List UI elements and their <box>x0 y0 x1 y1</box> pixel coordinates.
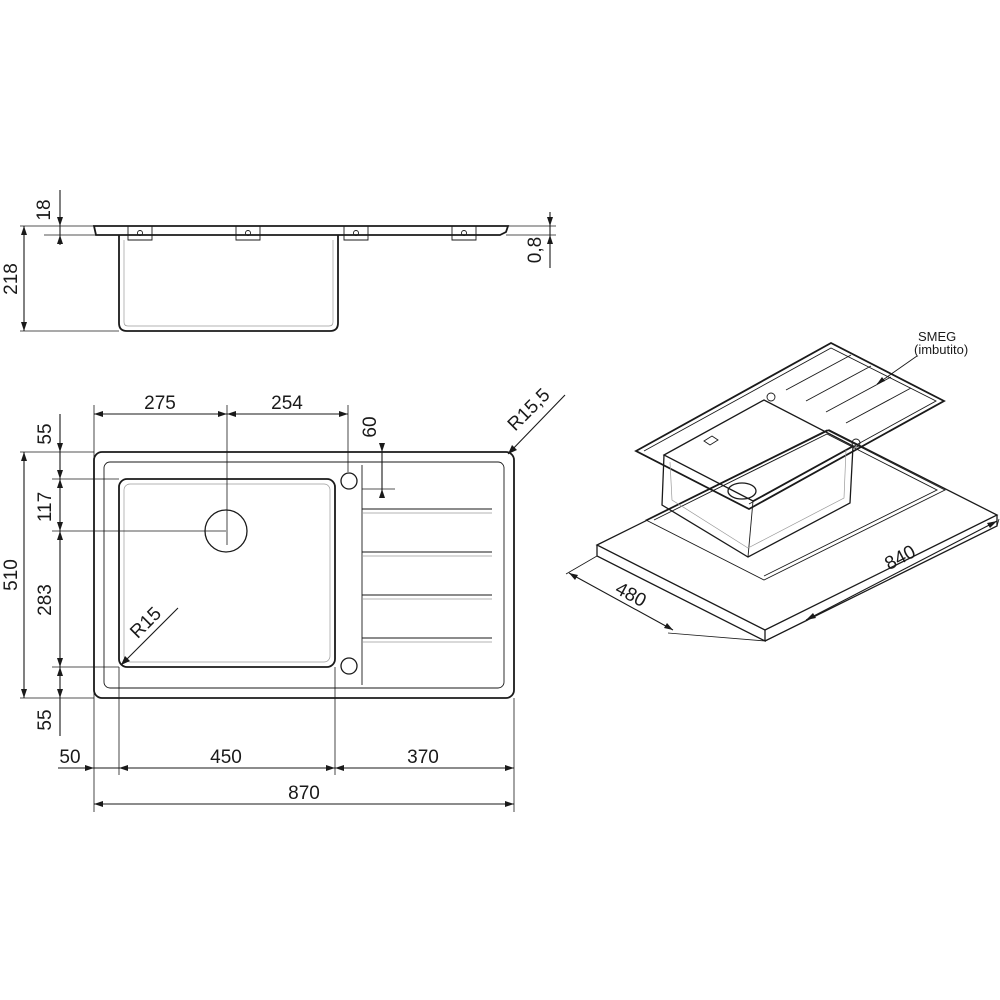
iso-cutout <box>644 429 947 581</box>
side-dim-218: 218 <box>1 263 22 295</box>
iso-view: SMEG (imbutito) 480 840 <box>565 329 1000 643</box>
top-dim-55-top: 55 <box>35 423 56 444</box>
top-dim-275: 275 <box>144 393 176 414</box>
iso-label-imbutito: (imbutito) <box>914 342 968 357</box>
side-view: 18 218 0,8 <box>1 190 556 332</box>
top-dim-r15: R15 <box>126 603 165 642</box>
top-view: 275 254 60 R15,5 R15 55 117 283 55 <box>1 385 566 812</box>
top-dim-283: 283 <box>35 584 56 616</box>
side-flange <box>92 225 510 236</box>
iso-overflow-hole <box>851 438 861 448</box>
side-dim-18: 18 <box>34 199 55 220</box>
iso-worktop <box>595 429 999 631</box>
top-tap-hole <box>340 472 358 490</box>
side-bowl <box>118 235 339 332</box>
top-dim-117: 117 <box>35 492 56 522</box>
top-dim-450: 450 <box>210 747 242 768</box>
iso-bowl-rim <box>662 399 855 502</box>
top-drainer-ribs <box>362 508 492 643</box>
iso-dim-480: 480 <box>612 578 650 611</box>
side-clips <box>127 226 477 241</box>
iso-label-smeg: SMEG <box>918 329 956 344</box>
top-dim-510: 510 <box>1 559 22 591</box>
iso-tap-hole <box>766 392 776 402</box>
iso-sink-flange <box>634 341 946 511</box>
side-dim-0-8: 0,8 <box>525 237 546 263</box>
top-dim-60: 60 <box>360 416 381 437</box>
top-dim-370: 370 <box>407 747 439 768</box>
iso-drainer-ribs <box>785 354 912 424</box>
top-dim-r15-5: R15,5 <box>504 385 555 436</box>
top-dim-55-bottom: 55 <box>35 709 56 730</box>
top-outer-outline <box>93 451 515 699</box>
top-dim-870: 870 <box>288 783 320 804</box>
iso-drain <box>727 482 757 500</box>
top-overflow-hole <box>340 657 358 675</box>
top-dim-254: 254 <box>271 393 303 414</box>
top-dim-50: 50 <box>59 747 80 768</box>
